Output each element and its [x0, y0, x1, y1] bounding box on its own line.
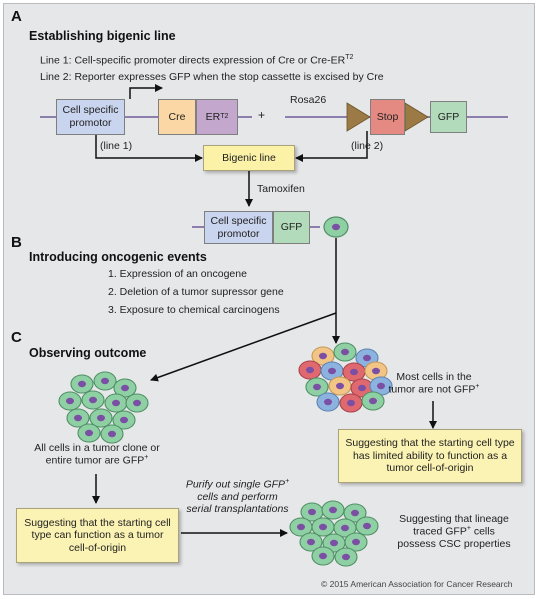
cell-nucleus	[336, 382, 344, 390]
mixed-tumor-cluster	[298, 342, 393, 413]
cell-nucleus	[319, 523, 327, 531]
cell-nucleus	[363, 354, 371, 362]
cell-nucleus	[341, 524, 349, 532]
cell-nucleus	[330, 539, 338, 547]
cell-nucleus	[351, 509, 359, 517]
section-b-letter: B	[11, 234, 22, 251]
cell-nucleus	[377, 382, 385, 390]
cell-nucleus	[307, 538, 315, 546]
cell-nucleus	[352, 538, 360, 546]
event-3: 3. Exposure to chemical carcinogens	[108, 304, 280, 316]
cell-nucleus	[66, 397, 74, 405]
cell-nucleus	[74, 414, 82, 422]
cell-nucleus	[78, 380, 86, 388]
cell-nucleus	[133, 399, 141, 407]
cell-nucleus	[97, 414, 105, 422]
line1-promoter-box: Cell specific promotor	[56, 99, 125, 135]
result-promoter-box: Cell specific promotor	[204, 211, 273, 244]
section-a-letter: A	[11, 8, 22, 25]
cell-nucleus	[108, 430, 116, 438]
stop-cassette-box: Stop	[370, 99, 405, 135]
cre-box: Cre	[158, 99, 196, 135]
section-c-letter: C	[11, 329, 22, 346]
cell-nucleus	[313, 383, 321, 391]
left-outcome-box: Suggesting that the starting cell type c…	[16, 508, 179, 563]
line2-description: Line 2: Reporter expresses GFP when the …	[40, 71, 384, 83]
result-gfp-box: GFP	[273, 211, 310, 244]
section-a-title: Establishing bigenic line	[29, 29, 176, 43]
cell-nucleus	[121, 384, 129, 392]
cell-nucleus	[85, 429, 93, 437]
line1-label: (line 1)	[100, 140, 133, 152]
line1-to-bigenic-arrow	[95, 131, 203, 162]
cell-nucleus	[342, 553, 350, 561]
line2-gfp-box: GFP	[430, 101, 467, 133]
right-outcome-note: Most cells in the tumor are not GFP+	[388, 371, 480, 396]
tamoxifen-label: Tamoxifen	[257, 183, 305, 195]
cell-nucleus	[369, 397, 377, 405]
labeled-single-cell-nucleus	[332, 223, 340, 231]
loxp-triangle-1	[346, 102, 371, 132]
event-1: 1. Expression of an oncogene	[108, 268, 247, 280]
line1-description: Line 1: Cell-specific promoter directs e…	[40, 54, 354, 67]
cell-nucleus	[329, 506, 337, 514]
cell-nucleus	[372, 367, 380, 375]
cell-nucleus	[319, 352, 327, 360]
copyright: © 2015 American Association for Cancer R…	[321, 579, 513, 589]
section-b-title: Introducing oncogenic events	[29, 250, 207, 264]
section-c-title: Observing outcome	[29, 346, 147, 360]
cell-nucleus	[101, 377, 109, 385]
cell-nucleus	[324, 398, 332, 406]
cell-nucleus	[363, 522, 371, 530]
cell-nucleus	[347, 399, 355, 407]
left-outcome-note: All cells in a tumor clone or entire tum…	[34, 442, 160, 467]
cell-nucleus	[319, 552, 327, 560]
cell-to-left-arrow	[150, 312, 337, 382]
plus-sign: +	[258, 108, 266, 122]
cell-nucleus	[341, 348, 349, 356]
cell-nucleus	[120, 416, 128, 424]
cell-nucleus	[350, 368, 358, 376]
line1-transcription-arrow	[129, 84, 163, 99]
line2-to-bigenic-arrow	[295, 131, 368, 162]
lineage-note: Suggesting that lineage traced GFP+ cell…	[397, 513, 511, 550]
line2-label: (line 2)	[351, 140, 384, 152]
transplant-label: Purify out single GFP+ cells and perform…	[185, 478, 290, 515]
cell-nucleus	[306, 366, 314, 374]
cell-nucleus	[297, 523, 305, 531]
cell-nucleus	[112, 399, 120, 407]
cell-nucleus	[308, 508, 316, 516]
bigenic-line-box: Bigenic line	[203, 145, 295, 171]
event-2: 2. Deletion of a tumor supressor gene	[108, 286, 284, 298]
cell-nucleus	[358, 384, 366, 392]
rosa26-label: Rosa26	[290, 94, 327, 106]
cell-nucleus	[89, 396, 97, 404]
loxp-triangle-2	[404, 102, 429, 132]
right-outcome-box: Suggesting that the starting cell type h…	[338, 429, 522, 483]
cell-nucleus	[328, 367, 336, 375]
gfp-tumor-cluster	[58, 371, 149, 444]
transplanted-gfp-cluster	[289, 500, 379, 567]
